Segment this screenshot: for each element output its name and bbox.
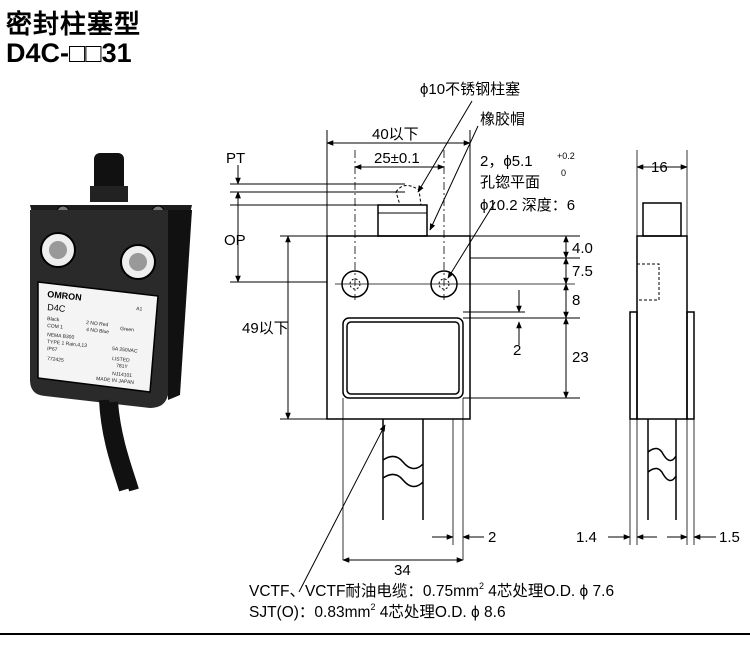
photo-mark-line: NEMA B300 <box>47 332 75 341</box>
cable-notes: VCTF、VCTF耐油电缆：0.75mm2 4芯处理O.D. ϕ 7.6 SJT… <box>249 581 614 621</box>
photo-wire-line: 4 NO Blue <box>86 327 110 335</box>
dim-pretravel: PT <box>226 150 245 167</box>
model-number: D4C-□□31 <box>6 38 132 68</box>
cable-note-vctf: VCTF、VCTF耐油电缆：0.75mm2 4芯处理O.D. ϕ 7.6 <box>249 581 614 600</box>
front-view <box>326 150 575 560</box>
dim-hole-pitch: 25±0.1 <box>374 150 420 167</box>
photo-label-plate <box>37 281 159 393</box>
spotface-depth: ϕ10.2 深度：6 <box>480 197 575 214</box>
dim-8: 8 <box>572 292 580 309</box>
photo-mark-line: 772425 <box>47 356 64 364</box>
dim-1-4: 1.4 <box>576 529 597 546</box>
photo-brand: OMRON <box>47 289 82 303</box>
dim-4: 4.0 <box>572 240 593 257</box>
front-plunger <box>377 204 428 237</box>
photo-cable <box>99 399 129 492</box>
dim-34: 34 <box>394 562 411 579</box>
side-view <box>629 150 695 545</box>
dim-width-max: 40以下 <box>372 126 419 143</box>
hole-tolerance-upper: +0.2 <box>557 151 575 161</box>
dim-16: 16 <box>651 159 668 176</box>
bottom-rule <box>0 633 750 635</box>
side-plunger <box>642 202 682 237</box>
dim-2-window: 2 <box>513 342 521 359</box>
photo-approval: 781Y <box>116 363 129 370</box>
photo-approval: 5A 250VAC <box>112 346 138 355</box>
photo-mark-line: COM 1 <box>47 323 64 331</box>
photo-wire-line: 2 NO Red <box>86 320 109 328</box>
dim-7-5: 7.5 <box>572 263 593 280</box>
dimension-labels: ϕ10不锈钢柱塞 橡胶帽 40以下 25±0.1 2，ϕ5.1 +0.2 0 孔… <box>224 80 740 579</box>
photo-corner-mark: A1 <box>136 306 143 313</box>
dim-1-5: 1.5 <box>719 529 740 546</box>
spotface-label: 孔锪平面 <box>480 174 540 191</box>
photo-mark-line: TYPE 1 Rain,4,13 <box>47 339 88 349</box>
rubber-cap-callout: 橡胶帽 <box>480 111 525 128</box>
dim-23: 23 <box>572 349 589 366</box>
photo-approval: LISTED <box>112 356 130 364</box>
dim-2-cable: 2 <box>488 529 496 546</box>
dimension-lines <box>230 100 716 593</box>
photo-wire-line: Green <box>120 326 135 333</box>
plunger-callout: ϕ10不锈钢柱塞 <box>420 80 520 98</box>
photo-origin: MADE IN JAPAN <box>96 376 135 386</box>
product-photo: OMRON D4C A1 Black COM 1 NEMA B300 TYPE … <box>30 153 192 492</box>
photo-plunger <box>94 153 124 193</box>
hole-spec: 2，ϕ5.1 <box>480 153 533 170</box>
cable-note-sjto: SJT(O)：0.83mm2 4芯处理O.D. ϕ 8.6 <box>249 602 506 621</box>
dim-height-max: 49以下 <box>242 320 289 337</box>
front-housing-outline <box>326 235 471 420</box>
photo-mark-line: Black <box>47 316 60 323</box>
dim-operating-position: OP <box>224 232 246 249</box>
photo-approval: NJ14101 <box>112 371 133 379</box>
page-title: 密封柱塞型 <box>6 10 142 40</box>
photo-mark-line: IP67 <box>47 346 58 353</box>
photo-model: D4C <box>47 302 66 314</box>
hole-tolerance-lower: 0 <box>561 168 566 178</box>
side-housing-outline <box>636 235 688 420</box>
